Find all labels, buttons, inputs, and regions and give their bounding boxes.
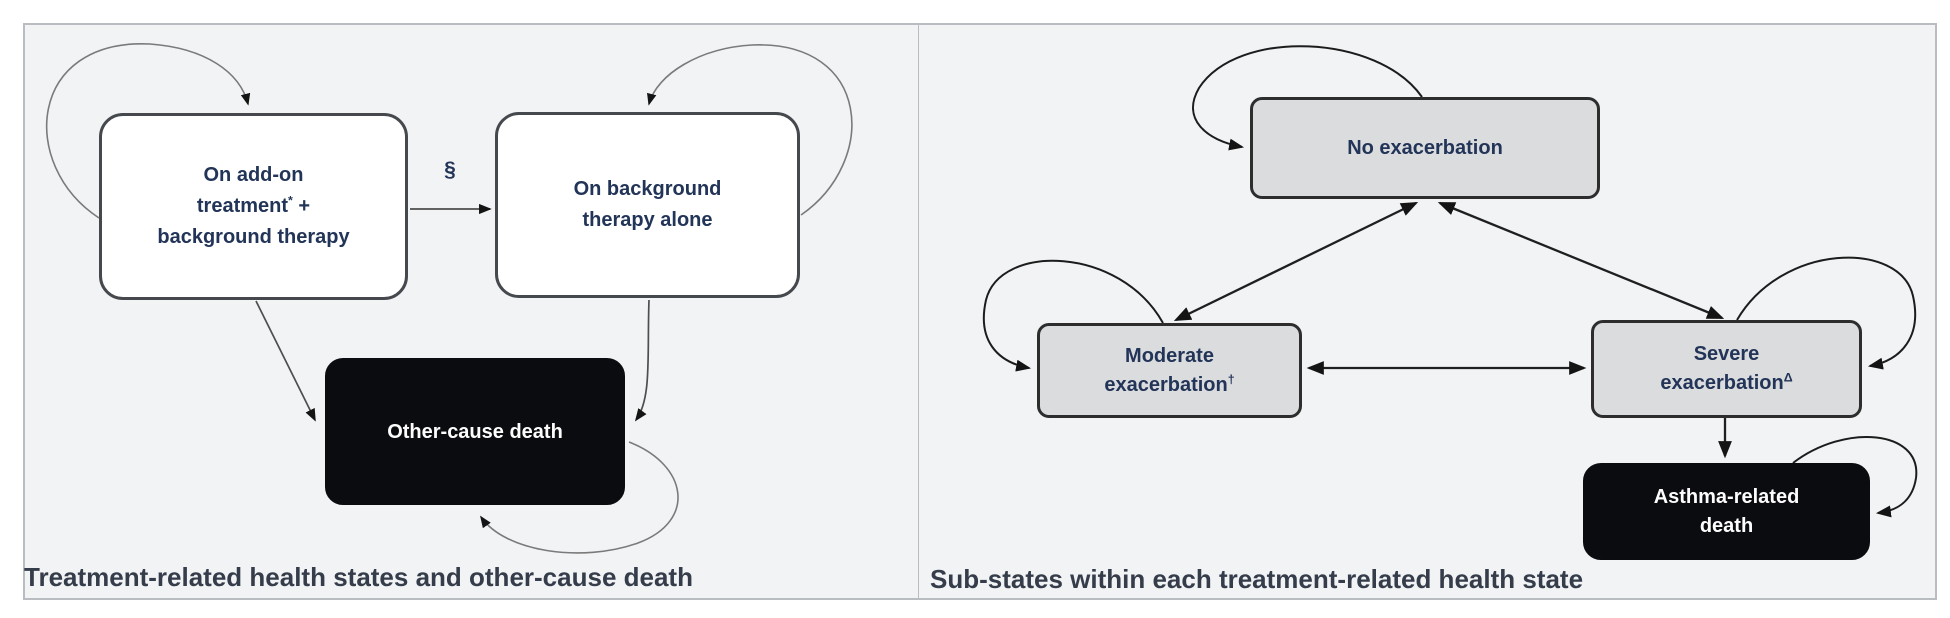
state-node-severe-exacerbation: Severe exacerbationΔ: [1591, 320, 1862, 418]
state-label-line: On background: [573, 178, 722, 200]
state-label-line: Other-cause death: [387, 420, 563, 443]
footnote-marker-dagger: †: [1227, 371, 1235, 386]
footnote-marker-delta: Δ: [1783, 370, 1793, 385]
state-label-line: therapy alone: [582, 209, 713, 231]
caption-treatment-related-states: Treatment-related health states and othe…: [24, 562, 693, 592]
state-node-background-therapy: On background therapy alone: [495, 112, 800, 298]
state-label-line: exacerbation†: [1104, 371, 1235, 396]
state-label-line: Moderate: [1125, 344, 1214, 367]
state-node-no-exacerbation: No exacerbation: [1250, 97, 1600, 199]
state-label-line: On add-on: [203, 164, 304, 186]
transition-label-section-symbol: §: [444, 158, 456, 181]
panel-treatment-states: [23, 23, 920, 600]
state-node-moderate-exacerbation: Moderate exacerbation†: [1037, 323, 1302, 418]
state-node-add-on-treatment: On add-on treatment* + background therap…: [99, 113, 408, 300]
state-label-line: Asthma-related: [1653, 485, 1800, 508]
state-label-line: No exacerbation: [1347, 136, 1503, 159]
footnote-marker-asterisk: *: [288, 193, 293, 208]
state-label-line: death: [1699, 514, 1754, 537]
caption-sub-states: Sub-states within each treatment-related…: [930, 564, 1584, 594]
state-label-line: exacerbationΔ: [1660, 370, 1793, 394]
state-label-line: Severe: [1693, 343, 1760, 365]
state-node-asthma-related-death: Asthma-related death: [1583, 463, 1870, 560]
state-node-other-cause-death: Other-cause death: [325, 358, 625, 505]
state-label-line: treatment* +: [196, 193, 311, 217]
state-label-line: background therapy: [157, 226, 350, 248]
